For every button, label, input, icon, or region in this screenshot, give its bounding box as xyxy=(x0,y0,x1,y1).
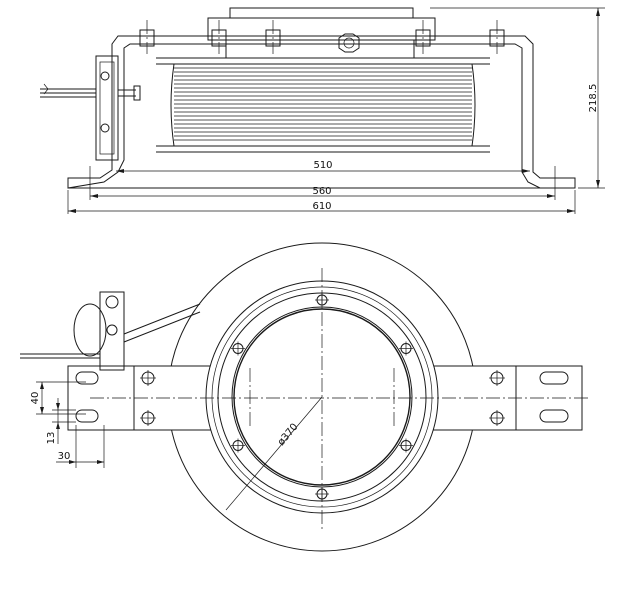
bracket-bolts xyxy=(139,20,505,54)
lead-wires xyxy=(40,83,96,98)
slot-length-label: 30 xyxy=(58,451,71,462)
coil-windings xyxy=(174,67,472,141)
plan-view xyxy=(20,242,590,552)
side-view-dimensions: 510 560 610 218.5 xyxy=(67,7,605,214)
bar-bolts xyxy=(140,370,505,426)
mounting-width-label: 560 xyxy=(312,186,331,197)
overall-width-label: 610 xyxy=(312,201,331,212)
overall-height-label: 218.5 xyxy=(588,84,599,113)
slot-spacing-label: 40 xyxy=(30,392,41,405)
slot-offset-label: 13 xyxy=(46,432,57,445)
side-elevation-view xyxy=(40,7,576,200)
terminal-lever xyxy=(20,291,201,371)
ring-bolts xyxy=(231,293,413,501)
terminal-box xyxy=(95,55,141,161)
hex-nut xyxy=(338,33,360,53)
mounting-slots xyxy=(75,371,569,423)
coil-width-label: 510 xyxy=(313,160,332,171)
